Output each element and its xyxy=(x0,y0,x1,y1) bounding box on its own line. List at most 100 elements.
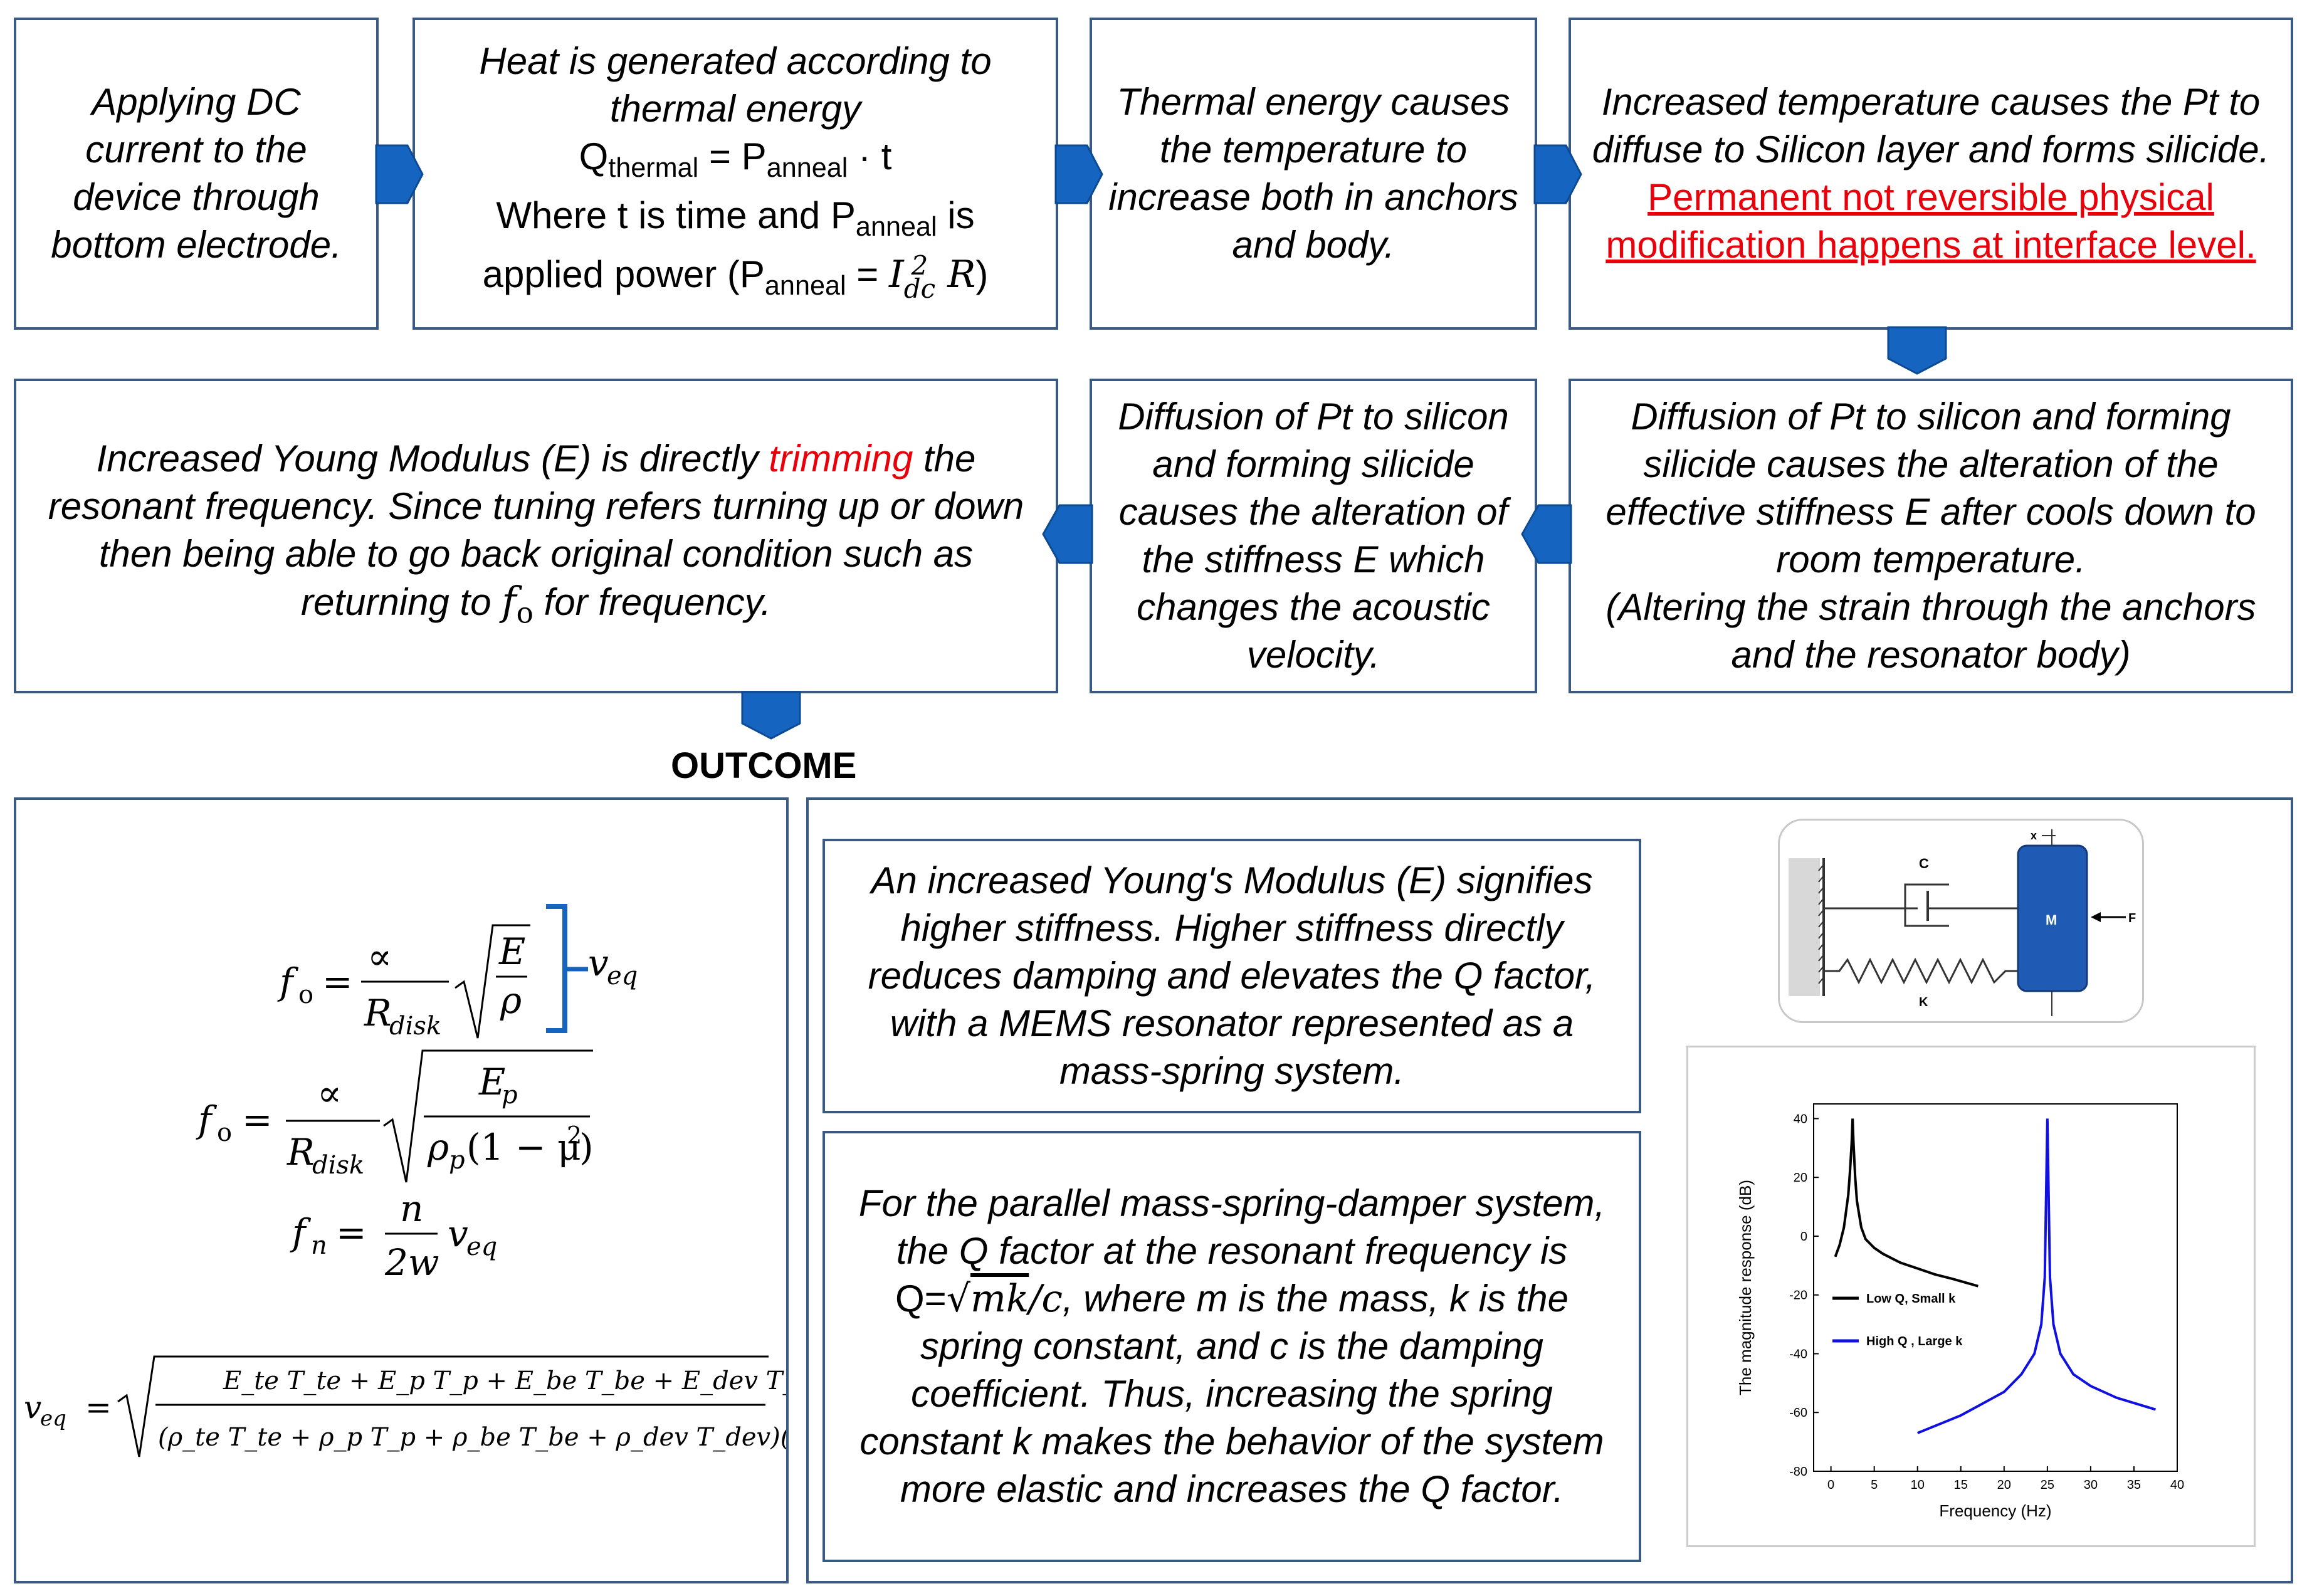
svg-text:ρ: ρ xyxy=(500,979,522,1022)
svg-text:o: o xyxy=(217,1118,232,1147)
where-line: Where t is time and Panneal is xyxy=(496,194,975,243)
step-text: Increased temperature causes the Pt to d… xyxy=(1592,81,2270,171)
svg-text:(1 − μ: (1 − μ xyxy=(466,1126,581,1168)
f0-symbol: f xyxy=(277,960,299,1003)
x-tick-label: 10 xyxy=(1911,1478,1925,1492)
step-text-line1: Heat is generated according to xyxy=(479,39,992,82)
legend-label-0: Low Q, Small k xyxy=(1866,1292,1956,1306)
svg-text:o: o xyxy=(298,980,313,1009)
x-tick-label: 20 xyxy=(1997,1478,2011,1492)
svg-text:p: p xyxy=(502,1081,518,1110)
x-tick-label: 40 xyxy=(2170,1478,2184,1492)
svg-text:eq: eq xyxy=(466,1232,497,1261)
step-thermal-energy: Thermal energy causes the temperature to… xyxy=(1090,18,1537,330)
series-line-1 xyxy=(1916,1118,2157,1434)
mass-spring-damper-diagram: C K M x F xyxy=(1778,819,2144,1023)
svg-text:v: v xyxy=(448,1212,468,1255)
q-factor-explanation: For the parallel mass-spring-damper syst… xyxy=(822,1131,1641,1562)
arrow-down-icon xyxy=(741,691,801,740)
x-tick-label: 5 xyxy=(1871,1478,1878,1492)
msd-drawing: C K M x F xyxy=(1789,829,2136,1016)
formula-panel: f o = ∝ R disk E ρ v eq f o = ∝ R disk E xyxy=(14,797,789,1583)
y-tick-label: 0 xyxy=(1800,1230,1807,1244)
x-tick-label: 35 xyxy=(2127,1478,2141,1492)
arrow-right-icon xyxy=(1533,144,1582,204)
svg-text:eq: eq xyxy=(607,962,638,990)
formula-equations: f o = ∝ R disk E ρ v eq f o = ∝ R disk E xyxy=(24,904,786,1457)
svg-text:p: p xyxy=(449,1146,465,1175)
step-heat-generated: Heat is generated according to thermal e… xyxy=(413,18,1058,330)
y-tick-label: -80 xyxy=(1789,1465,1807,1479)
svg-text:disk: disk xyxy=(389,1012,441,1041)
svg-text:(ρ_te T_te + ρ_p T_p + ρ_be T_: (ρ_te T_te + ρ_p T_p + ρ_be T_be + ρ_dev… xyxy=(158,1423,786,1452)
step-text: Increased Young Modulus (E) is directly … xyxy=(48,437,1024,630)
x-tick-label: 15 xyxy=(1954,1478,1968,1492)
arrow-right-icon xyxy=(375,144,424,204)
x-axis-label: Frequency (Hz) xyxy=(1939,1501,2051,1520)
y-tick-label: -40 xyxy=(1789,1347,1807,1361)
svg-text:v: v xyxy=(588,942,609,984)
svg-text:disk: disk xyxy=(312,1151,364,1180)
arrow-down-icon xyxy=(1887,326,1947,375)
step-text: Thermal energy causes the temperature to… xyxy=(1108,81,1518,266)
x-tick-label: 0 xyxy=(1827,1478,1834,1492)
permanent-modification-note: Permanent not reversible physical modifi… xyxy=(1605,176,2256,266)
mass-label: M xyxy=(2046,912,2057,928)
stiffness-explanation: An increased Young's Modulus (E) signifi… xyxy=(822,839,1641,1113)
svg-text:f: f xyxy=(290,1211,312,1254)
arrow-left-icon xyxy=(1521,504,1572,564)
svg-text:f: f xyxy=(196,1098,218,1141)
step-young-modulus-trimming: Increased Young Modulus (E) is directly … xyxy=(14,379,1058,693)
svg-text:2: 2 xyxy=(567,1121,582,1149)
svg-text:n: n xyxy=(400,1187,423,1230)
svg-text:R: R xyxy=(364,992,392,1034)
y-tick-label: -60 xyxy=(1789,1406,1807,1420)
svg-text:E: E xyxy=(478,1061,505,1103)
svg-text:=: = xyxy=(322,960,353,1003)
chart-svg: 0 5 10 15 20 25 30 35 40 -80 -60 -40 -20 0 20 40 Low Q… xyxy=(1736,1103,2184,1520)
svg-text:E: E xyxy=(498,930,525,973)
explanation-text: For the parallel mass-spring-damper syst… xyxy=(858,1182,1605,1510)
svg-text:R: R xyxy=(286,1131,315,1173)
svg-text:=: = xyxy=(85,1389,112,1425)
step-text: Diffusion of Pt to silicon and forming s… xyxy=(1118,396,1509,676)
series-line-0 xyxy=(1834,1118,1979,1288)
legend-label-1: High Q , Large k xyxy=(1866,1335,1963,1348)
displacement-label: x xyxy=(2031,829,2037,842)
magnitude-response-chart: 0 5 10 15 20 25 30 35 40 -80 -60 -40 -20 0 20 40 Low Q… xyxy=(1686,1046,2256,1547)
outcome-heading: OUTCOME xyxy=(671,745,857,786)
svg-text:ρ: ρ xyxy=(427,1126,449,1168)
y-tick-label: 20 xyxy=(1794,1171,1807,1185)
arrow-right-icon xyxy=(1054,144,1103,204)
x-tick-label: 25 xyxy=(2041,1478,2054,1492)
step-text-line2: thermal energy xyxy=(609,87,861,130)
x-tick-label: 30 xyxy=(2084,1478,2098,1492)
svg-text:v: v xyxy=(24,1389,41,1425)
svg-text:=: = xyxy=(336,1211,367,1254)
y-axis-label: The magnitude response (dB) xyxy=(1736,1180,1755,1395)
thermal-equation: Qthermal = Panneal · t xyxy=(579,135,892,183)
arrow-left-icon xyxy=(1042,504,1093,564)
force-label: F xyxy=(2128,911,2136,925)
y-tick-label: -20 xyxy=(1789,1289,1807,1303)
trimming-highlight: trimming xyxy=(769,437,913,480)
step-text: Applying DC current to the device throug… xyxy=(51,81,342,266)
svg-text:): ) xyxy=(579,1126,594,1168)
step-text: Diffusion of Pt to silicon and forming s… xyxy=(1605,396,2256,580)
svg-text:∝: ∝ xyxy=(367,935,392,978)
sqrt-symbol: √ xyxy=(946,1277,970,1321)
step-applying-dc: Applying DC current to the device throug… xyxy=(14,18,379,330)
plot-frame xyxy=(1813,1103,2178,1472)
step-text-note: (Altering the strain through the anchors… xyxy=(1605,586,2256,676)
svg-text:2w: 2w xyxy=(384,1241,439,1284)
svg-text:E_te T_te + E_p T_p + E_be T_b: E_te T_te + E_p T_p + E_be T_be + E_dev … xyxy=(223,1367,786,1395)
svg-text:eq: eq xyxy=(40,1406,66,1431)
step-acoustic-velocity: Diffusion of Pt to silicon and forming s… xyxy=(1090,379,1537,693)
step-effective-stiffness: Diffusion of Pt to silicon and forming s… xyxy=(1569,379,2293,693)
svg-text:n: n xyxy=(311,1231,327,1260)
y-tick-label: 40 xyxy=(1794,1112,1807,1126)
svg-text:∝: ∝ xyxy=(317,1072,342,1115)
damper-label: C xyxy=(1919,856,1929,871)
step-temperature-diffusion: Increased temperature causes the Pt to d… xyxy=(1569,18,2293,330)
